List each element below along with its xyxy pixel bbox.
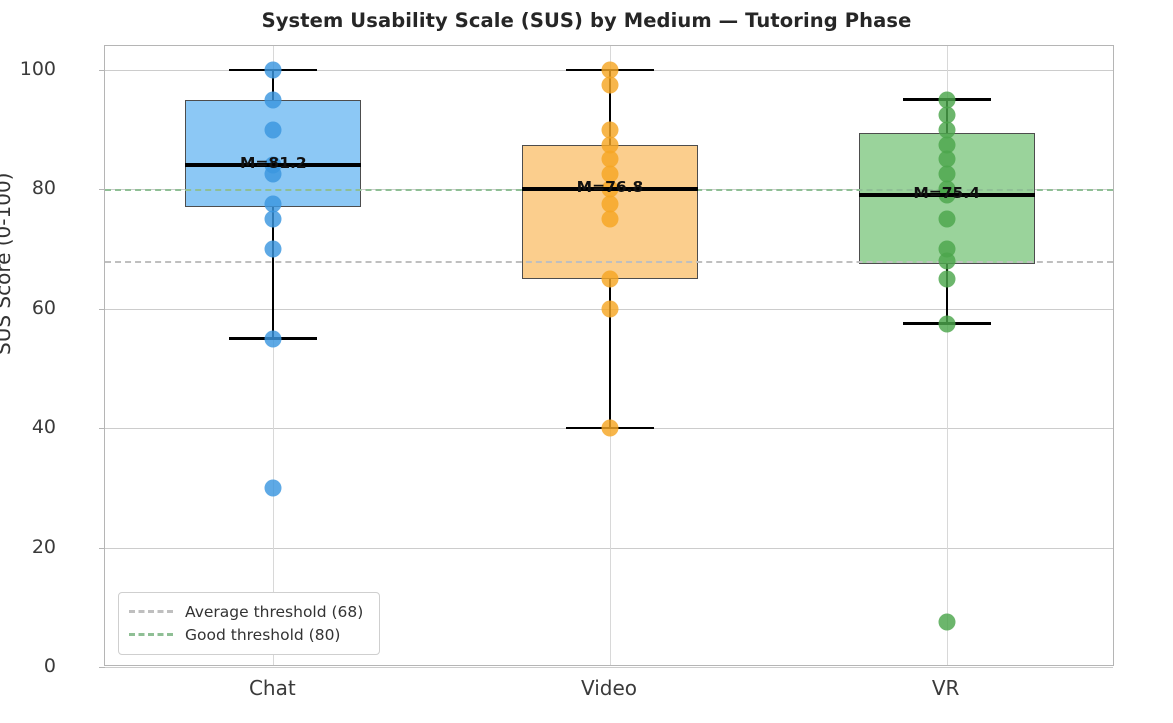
data-point-video-7 — [601, 195, 619, 213]
data-point-vr-3 — [938, 136, 956, 154]
y-tick-label-100: 100 — [19, 57, 56, 80]
y-tick-label-80: 80 — [31, 177, 56, 200]
y-tick-mark-80 — [99, 189, 105, 191]
gridline-y-0 — [105, 667, 1113, 668]
data-point-vr-2 — [938, 121, 956, 139]
data-point-chat-8 — [264, 330, 282, 348]
y-tick-label-0: 0 — [43, 655, 56, 677]
data-point-video-0 — [601, 61, 619, 79]
gridline-x-chat — [273, 46, 275, 665]
x-tick-label-video: Video — [580, 676, 638, 700]
data-point-chat-4 — [264, 165, 282, 183]
data-point-video-8 — [601, 210, 619, 228]
gridline-y-20 — [105, 547, 1113, 549]
y-tick-mark-0 — [99, 667, 105, 669]
data-point-chat-0 — [264, 61, 282, 79]
data-point-video-4 — [601, 150, 619, 168]
mean-label-vr: M=75.4 — [913, 184, 980, 203]
data-point-vr-10 — [938, 252, 956, 270]
data-point-chat-2 — [264, 121, 282, 139]
data-point-vr-4 — [938, 150, 956, 168]
y-axis-label: SUS Score (0-100) — [0, 172, 15, 355]
data-point-video-1 — [601, 76, 619, 94]
data-point-video-9 — [601, 270, 619, 288]
data-point-chat-7 — [264, 240, 282, 258]
y-tick-mark-40 — [99, 428, 105, 430]
y-tick-mark-60 — [99, 308, 105, 310]
data-point-chat-1 — [264, 91, 282, 109]
data-point-vr-8 — [938, 210, 956, 228]
page-title: System Usability Scale (SUS) by Medium —… — [261, 9, 912, 32]
x-tick-label-chat: Chat — [248, 676, 296, 700]
data-point-chat-5 — [264, 195, 282, 213]
data-point-vr-1 — [938, 106, 956, 124]
y-tick-label-40: 40 — [31, 416, 56, 439]
data-point-chat-6 — [264, 210, 282, 228]
data-point-video-10 — [601, 300, 619, 318]
box-chat — [185, 99, 362, 208]
data-point-vr-11 — [938, 270, 956, 288]
legend-item-good-threshold: Good threshold (80) — [129, 623, 369, 646]
median-line-chat — [185, 163, 362, 168]
legend-dash-icon-average — [129, 610, 173, 613]
data-point-vr-0 — [938, 91, 956, 109]
y-tick-mark-100 — [99, 69, 105, 72]
data-point-vr-12 — [938, 315, 956, 333]
data-point-video-5 — [601, 165, 619, 183]
reference-line-average-threshold — [105, 260, 1113, 263]
median-line-vr — [858, 193, 1035, 198]
legend-label-average: Average threshold (68) — [185, 602, 364, 621]
y-tick-label-20: 20 — [31, 535, 56, 558]
data-point-video-3 — [601, 136, 619, 154]
legend-dash-icon-good — [129, 633, 173, 636]
data-point-chat-9 — [264, 479, 282, 497]
y-tick-label-60: 60 — [31, 296, 56, 319]
median-line-video — [522, 187, 698, 192]
mean-label-video: M=76.8 — [576, 178, 644, 197]
data-point-vr-5 — [938, 165, 956, 183]
gridline-x-vr — [946, 46, 948, 665]
legend-item-average-threshold: Average threshold (68) — [129, 600, 369, 623]
legend: Average threshold (68) Good threshold (8… — [118, 592, 380, 655]
data-point-video-2 — [601, 121, 619, 139]
legend-label-good: Good threshold (80) — [185, 625, 341, 644]
mean-label-chat: M=81.2 — [240, 154, 307, 173]
data-point-video-11 — [601, 419, 619, 437]
y-tick-mark-20 — [99, 547, 105, 549]
data-point-vr-13 — [938, 613, 956, 631]
x-tick-label-vr: VR — [931, 676, 960, 700]
